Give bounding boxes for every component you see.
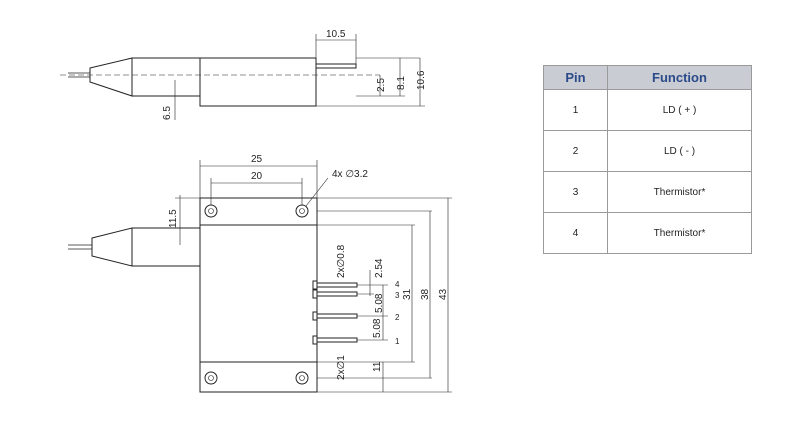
dim-pin-dia-label: 2x∅0.8	[336, 244, 347, 278]
dim-pitch-mid-label: 5.08	[374, 293, 385, 313]
pin-function-table: Pin Function 1 LD ( + ) 2 LD ( - ) 3 The…	[543, 65, 752, 254]
side-view	[60, 34, 425, 120]
pin-number-label: 2	[395, 313, 400, 322]
pin-cell: 1	[543, 89, 608, 131]
function-cell: LD ( - )	[607, 130, 752, 172]
dim-length-label: 10.5	[326, 29, 346, 40]
top-view	[68, 160, 452, 393]
dim-width-outer-label: 25	[251, 154, 263, 165]
dim-a-label: 2.5	[376, 78, 387, 92]
dim-c-label: 10.6	[416, 70, 427, 90]
function-column-header: Function	[607, 65, 752, 90]
dim-bottom-label: 11	[372, 361, 383, 372]
function-cell: Thermistor*	[607, 212, 752, 254]
table-row: 4 Thermistor*	[543, 212, 752, 254]
dim-pitch-low-label: 5.08	[372, 318, 383, 338]
pin-cell: 4	[543, 212, 608, 254]
function-cell: Thermistor*	[607, 171, 752, 213]
dim-holes-label: 4x ∅3.2	[332, 169, 368, 180]
dim-38-label: 38	[420, 288, 431, 300]
pin-number-label: 4	[395, 280, 400, 289]
pin-cell: 2	[543, 130, 608, 172]
table-row: 1 LD ( + )	[543, 89, 752, 131]
dim-width-inner-label: 20	[251, 171, 263, 182]
pin-number-label: 1	[395, 337, 400, 346]
pin-number-label: 3	[395, 291, 400, 300]
dim-offset-label: 11.5	[168, 209, 179, 228]
pin-column-header: Pin	[543, 65, 608, 90]
dim-fiber-label: 6.5	[162, 106, 173, 120]
dim-pitch-top-label: 2.54	[374, 258, 385, 278]
table-row: 3 Thermistor*	[543, 171, 752, 213]
dim-b-label: 8.1	[396, 76, 407, 90]
dim-31-label: 31	[402, 288, 413, 300]
table-row: 2 LD ( - )	[543, 130, 752, 172]
table-header-row: Pin Function	[543, 65, 752, 90]
pin-cell: 3	[543, 171, 608, 213]
function-cell: LD ( + )	[607, 89, 752, 131]
dim-pin-dia2-label: 2x∅1	[336, 355, 347, 380]
dim-43-label: 43	[438, 288, 449, 300]
